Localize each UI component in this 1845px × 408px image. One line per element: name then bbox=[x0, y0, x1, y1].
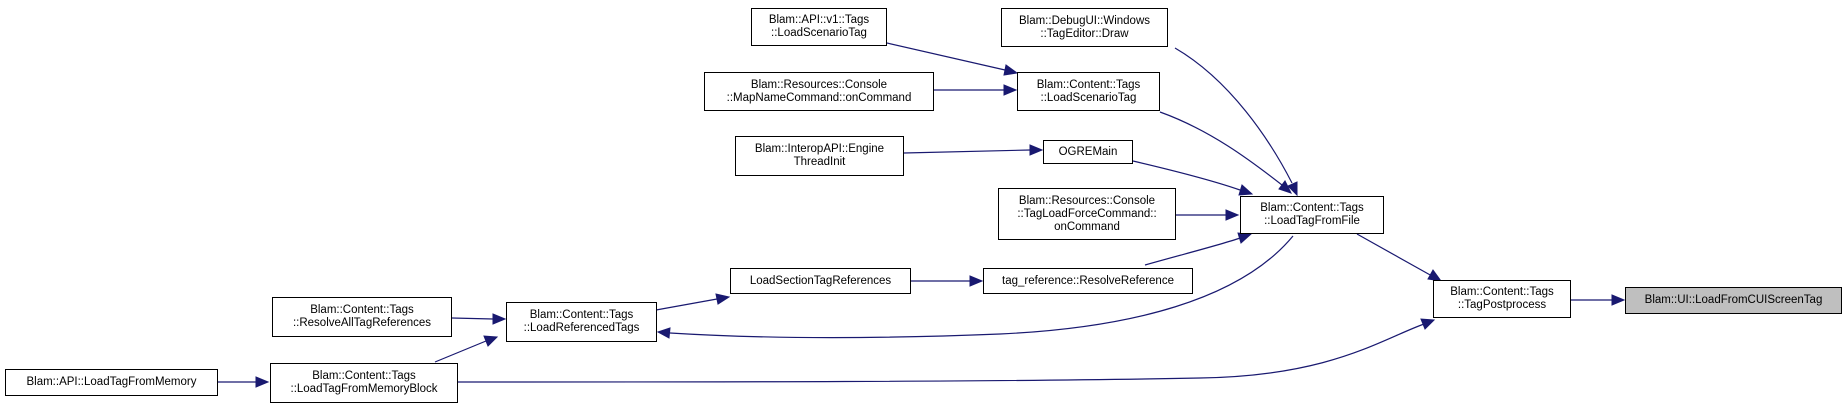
arrow-loadsection-to-resolvereference bbox=[969, 275, 984, 287]
node-tag-postprocess[interactable]: Blam::Content::Tags ::TagPostprocess bbox=[1433, 280, 1571, 318]
node-label: Blam::Resources::Console ::TagLoadForceC… bbox=[1017, 194, 1157, 233]
node-label: Blam::Content::Tags ::LoadTagFromMemoryB… bbox=[290, 370, 438, 395]
node-load-from-cui-screen-tag[interactable]: Blam::UI::LoadFromCUIScreenTag bbox=[1625, 287, 1842, 314]
arrow-loadtagfrommemory-to-memoryblock bbox=[255, 376, 270, 388]
arrow-tageditor-to-loadtagfromfile bbox=[1287, 181, 1298, 197]
edge-loadreferenced-to-loadsection bbox=[655, 298, 718, 311]
node-label: Blam::Content::Tags ::LoadScenarioTag bbox=[1036, 78, 1141, 104]
arrow-loadreferenced-to-loadsection bbox=[715, 293, 731, 305]
node-api-load-scenario-tag[interactable]: Blam::API::v1::Tags ::LoadScenarioTag bbox=[751, 8, 887, 46]
edge-loadtagfromfile-to-tagpostprocess bbox=[1356, 233, 1433, 277]
node-label: Blam::API::v1::Tags ::LoadScenarioTag bbox=[768, 14, 870, 39]
arrow-resolvereference-to-loadtagfromfile bbox=[1237, 232, 1253, 244]
arrow-ogremain-to-loadtagfromfile bbox=[1238, 184, 1254, 196]
node-label: LoadSectionTagReferences bbox=[749, 274, 892, 287]
edge-resolvereference-to-loadtagfromfile bbox=[1144, 237, 1241, 266]
arrow-tagloadforce-to-loadtagfromfile bbox=[1225, 209, 1240, 221]
arrow-loadtagfromfile-to-loadreferencedtags bbox=[656, 327, 671, 339]
node-label: Blam::Content::Tags ::ResolveAllTagRefer… bbox=[292, 304, 432, 329]
node-label: tag_reference::ResolveReference bbox=[1002, 274, 1174, 287]
node-label: Blam::Resources::Console ::MapNameComman… bbox=[726, 78, 912, 104]
arrow-memoryblock-to-loadreferenced bbox=[483, 335, 499, 347]
node-engine-thread-init[interactable]: Blam::InteropAPI::Engine ThreadInit bbox=[735, 136, 904, 176]
edge-resolveall-to-loadreferenced bbox=[451, 317, 494, 320]
node-label: Blam::InteropAPI::Engine ThreadInit bbox=[754, 143, 885, 168]
arrow-resolveall-to-loadreferenced bbox=[492, 313, 507, 325]
edge-enginethreadinit-to-ogremain bbox=[903, 149, 1031, 154]
node-resolve-reference[interactable]: tag_reference::ResolveReference bbox=[983, 268, 1193, 294]
node-label: Blam::UI::LoadFromCUIScreenTag bbox=[1644, 294, 1823, 306]
node-tag-editor-draw[interactable]: Blam::DebugUI::Windows ::TagEditor::Draw bbox=[1001, 8, 1168, 47]
edge-memoryblock-to-tagpostprocess bbox=[456, 323, 1425, 383]
node-label: Blam::Content::Tags ::TagPostprocess bbox=[1450, 286, 1554, 311]
edge-apiloadscenario-to-contentloadscenario bbox=[886, 42, 1006, 71]
node-map-name-command[interactable]: Blam::Resources::Console ::MapNameComman… bbox=[704, 72, 934, 111]
node-label: Blam::API::LoadTagFromMemory bbox=[26, 376, 197, 388]
node-load-referenced-tags[interactable]: Blam::Content::Tags ::LoadReferencedTags bbox=[506, 302, 657, 342]
node-resolve-all-tag-references[interactable]: Blam::Content::Tags ::ResolveAllTagRefer… bbox=[272, 297, 452, 337]
node-content-load-scenario-tag[interactable]: Blam::Content::Tags ::LoadScenarioTag bbox=[1017, 72, 1160, 111]
arrow-contentloadscenario-to-loadtagfromfile bbox=[1278, 180, 1292, 194]
node-tag-load-force-command[interactable]: Blam::Resources::Console ::TagLoadForceC… bbox=[998, 188, 1176, 240]
edge-memoryblock-to-loadreferenced bbox=[434, 340, 487, 363]
edge-loadtagfromfile-to-loadreferencedtags bbox=[669, 235, 1294, 339]
node-load-tag-from-file[interactable]: Blam::Content::Tags ::LoadTagFromFile bbox=[1240, 196, 1384, 234]
edge-contentloadscenario-to-loadtagfromfile bbox=[1159, 111, 1283, 186]
edge-tageditor-to-loadtagfromfile bbox=[1174, 47, 1293, 184]
node-ogre-main[interactable]: OGREMain bbox=[1043, 140, 1133, 164]
arrow-tagpostprocess-to-loadfromcui bbox=[1611, 294, 1626, 306]
arrow-enginethreadinit-to-ogremain bbox=[1029, 144, 1044, 156]
node-label: Blam::Content::Tags ::LoadTagFromFile bbox=[1260, 202, 1364, 227]
node-label: OGREMain bbox=[1058, 145, 1118, 158]
node-load-tag-from-memory[interactable]: Blam::API::LoadTagFromMemory bbox=[5, 369, 218, 396]
node-load-section-tag-references[interactable]: LoadSectionTagReferences bbox=[730, 268, 911, 294]
arrow-memoryblock-to-tagpostprocess bbox=[1420, 318, 1436, 330]
node-label: Blam::DebugUI::Windows ::TagEditor::Draw bbox=[1018, 14, 1151, 40]
node-label: Blam::Content::Tags ::LoadReferencedTags bbox=[523, 309, 640, 334]
arrow-apiloadscenario-to-contentloadscenario bbox=[1003, 64, 1019, 76]
edge-ogremain-to-loadtagfromfile bbox=[1132, 160, 1241, 191]
arrow-mapnamecommand-to-contentloadscenario bbox=[1003, 84, 1018, 96]
node-load-tag-from-memory-block[interactable]: Blam::Content::Tags ::LoadTagFromMemoryB… bbox=[270, 363, 458, 403]
